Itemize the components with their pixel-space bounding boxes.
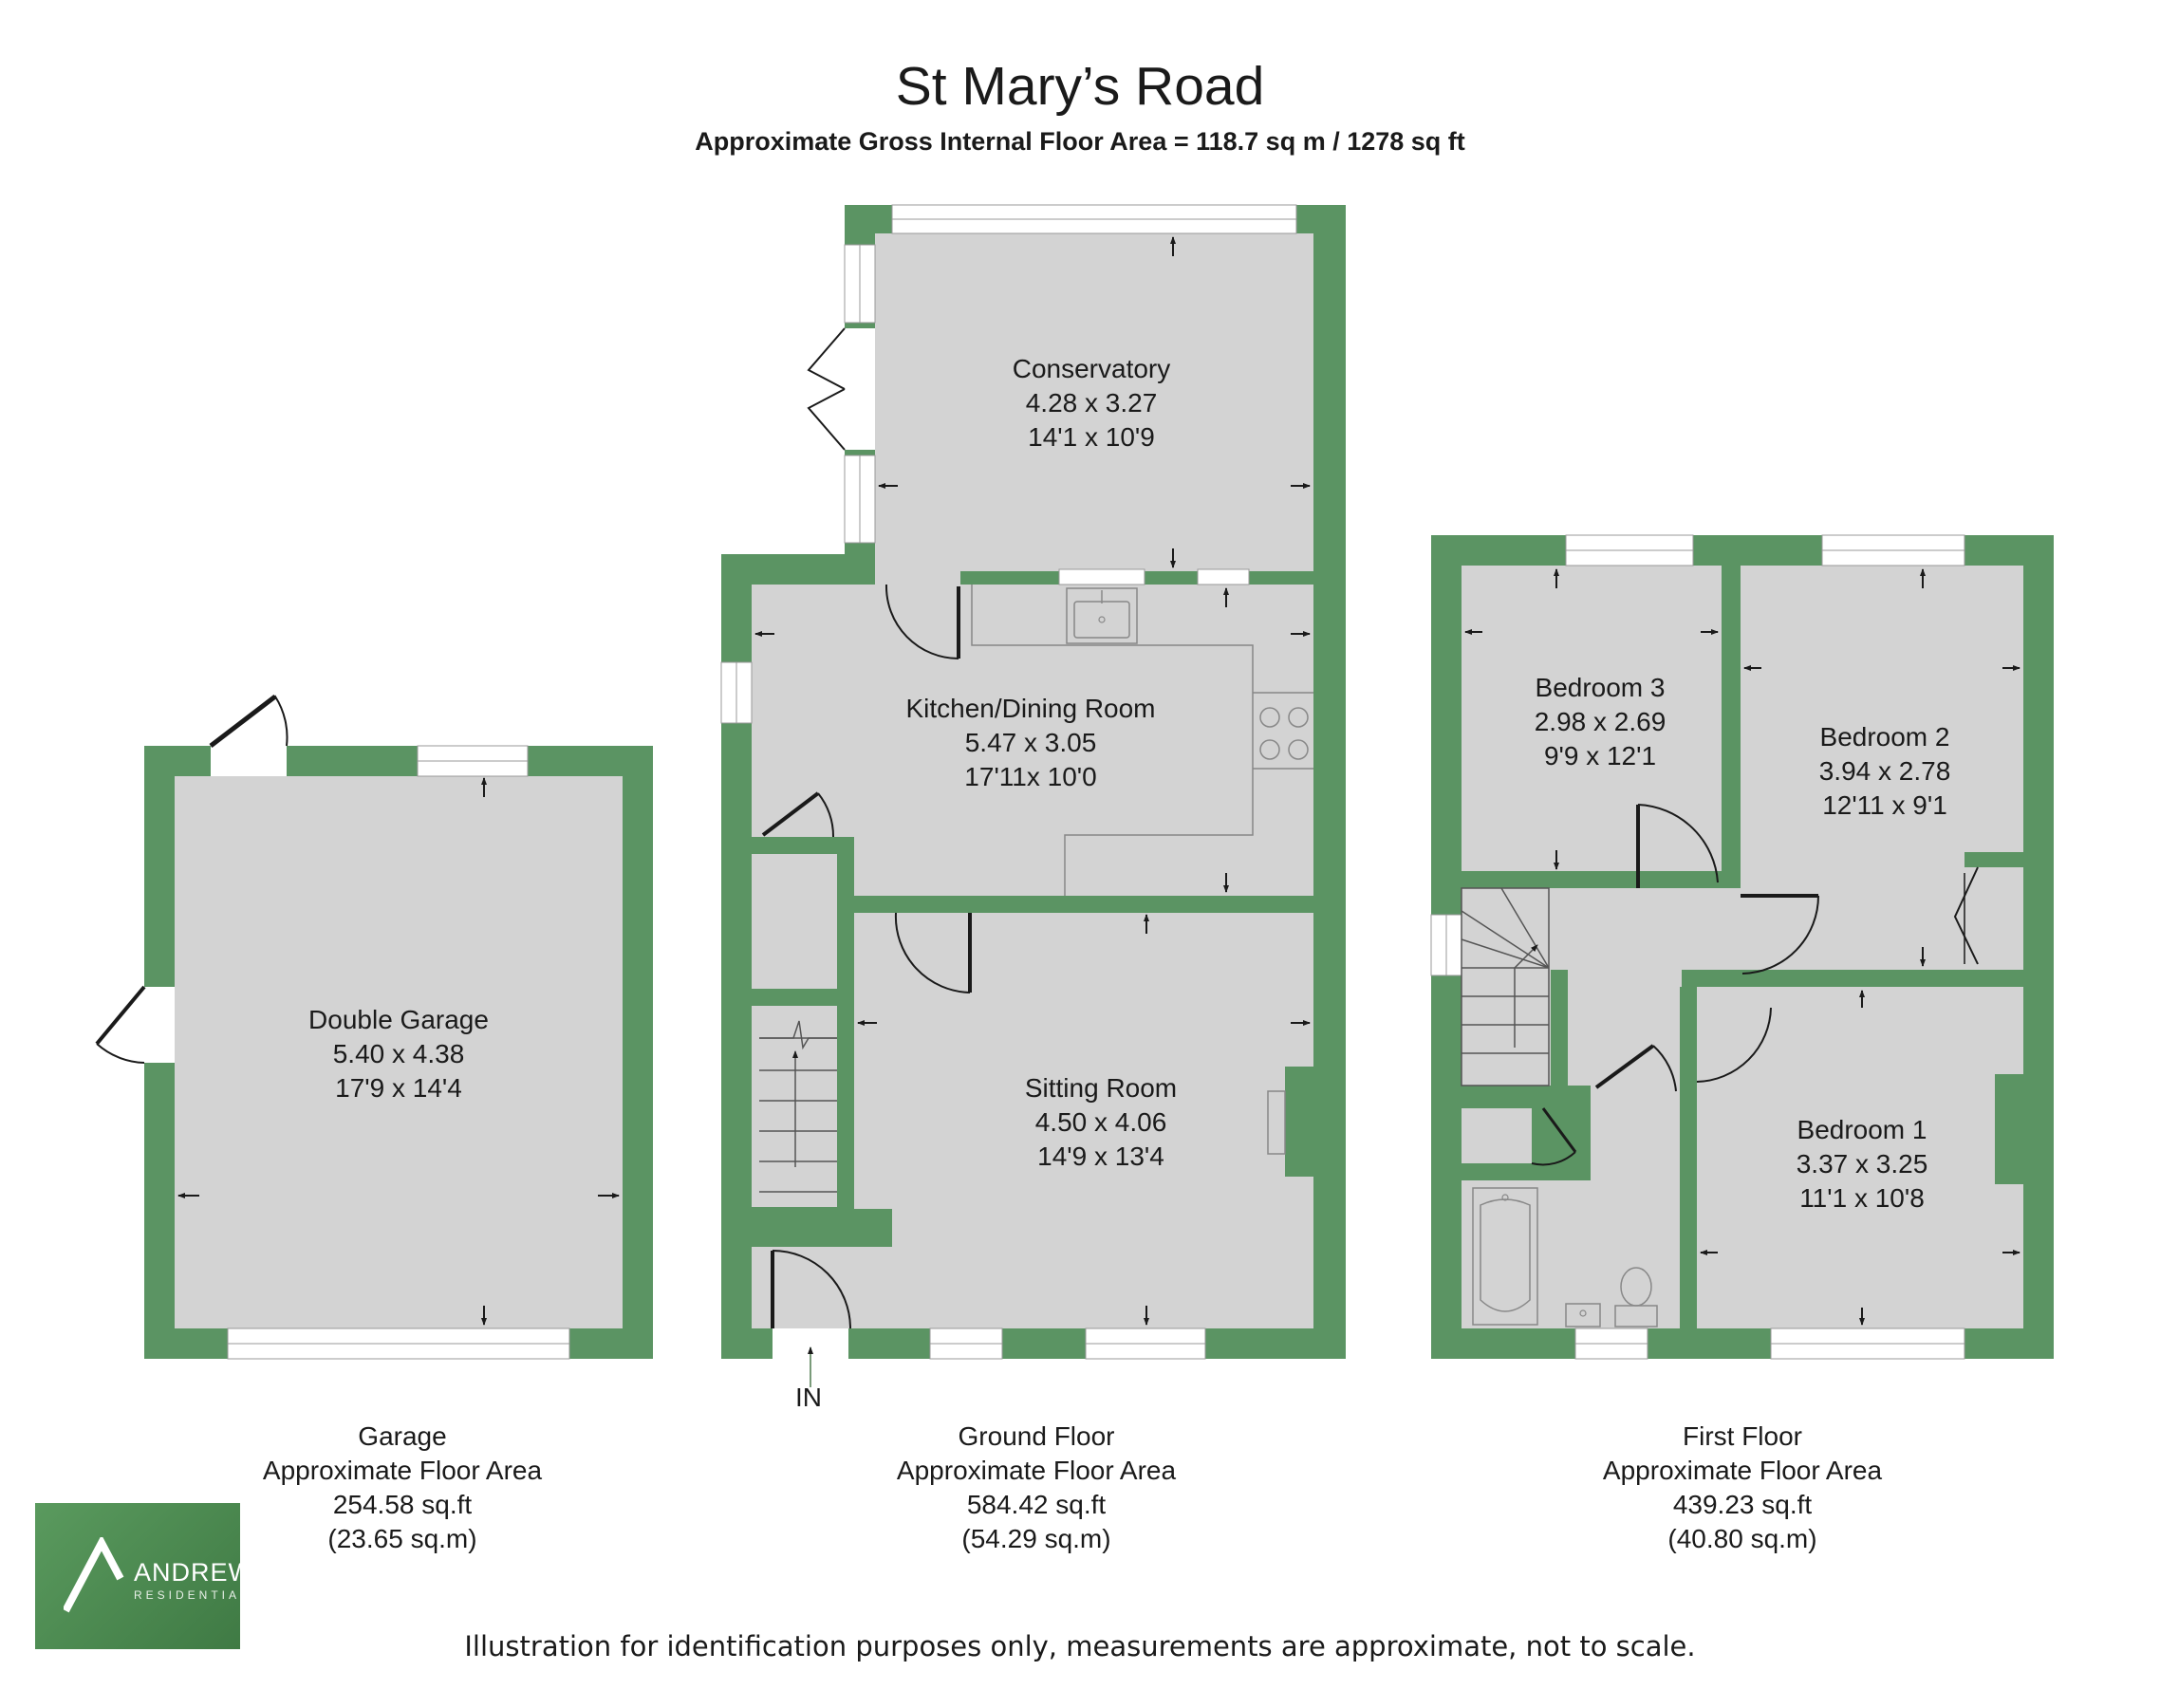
room-metric-kitchen: 5.47 x 3.05 <box>965 728 1097 757</box>
room-metric-bedroom3: 2.98 x 2.69 <box>1535 707 1667 736</box>
airing-cupboard-floor <box>1462 1108 1532 1163</box>
garage-plan: Double Garage 5.40 x 4.38 17'9 x 14'4 <box>95 695 653 1360</box>
room-imperial-kitchen: 17'11x 10'0 <box>964 762 1096 791</box>
room-metric-conservatory: 4.28 x 3.27 <box>1026 388 1158 418</box>
garage-caption: Garage Approximate Floor Area 254.58 sq.… <box>156 1420 649 1556</box>
kitchen-hob <box>1259 707 1309 760</box>
stairs-floor <box>752 1006 837 1207</box>
page-title: St Mary’s Road <box>895 56 1265 117</box>
first-caption-sqm: (40.80 sq.m) <box>1667 1524 1817 1553</box>
logo-a-mark-icon <box>64 1537 124 1613</box>
room-imperial-bedroom3: 9'9 x 12'1 <box>1544 741 1656 770</box>
bedroom3-floor <box>1462 566 1722 871</box>
wall-hall-partition <box>837 837 854 1209</box>
garage-top-door-opening <box>211 746 287 776</box>
ground-caption-name: Ground Floor <box>958 1421 1115 1451</box>
conservatory-french-door-opening <box>845 328 875 450</box>
wall-cupboard-base <box>752 989 837 1006</box>
wc-fixture <box>1614 1267 1658 1327</box>
kitchen-sink <box>1066 587 1138 644</box>
garage-caption-sqm: (23.65 sq.m) <box>327 1524 477 1553</box>
ground-caption-sqm: (54.29 sq.m) <box>961 1524 1111 1553</box>
conservatory-floor <box>875 233 1313 571</box>
first-floor-caption: First Floor Approximate Floor Area 439.2… <box>1496 1420 1989 1556</box>
garage-caption-name: Garage <box>358 1421 447 1451</box>
ground-caption-area-label: Approximate Floor Area <box>896 1456 1177 1485</box>
logo-subtitle: RESIDENTIAL <box>134 1588 240 1602</box>
cupboard-door <box>761 791 820 837</box>
room-name-sitting: Sitting Room <box>1025 1073 1177 1103</box>
ground-floor-stairs <box>759 1020 837 1193</box>
room-metric-bedroom1: 3.37 x 3.25 <box>1797 1149 1928 1179</box>
room-imperial-bedroom1: 11'1 x 10'8 <box>1799 1183 1925 1213</box>
conservatory-kitchen-opening <box>875 566 960 586</box>
room-name-bedroom3: Bedroom 3 <box>1536 673 1666 702</box>
room-name-bedroom1: Bedroom 1 <box>1797 1115 1927 1144</box>
wall-landing-bath <box>1462 1087 1591 1108</box>
wall-stair-edge <box>1551 970 1568 1087</box>
ground-caption-sqft: 584.42 sq.ft <box>966 1490 1107 1519</box>
bedroom1-floor <box>1697 987 2023 1328</box>
first-floor-stairs <box>1461 887 1550 1086</box>
basin-fixture <box>1565 1303 1601 1327</box>
room-name-kitchen: Kitchen/Dining Room <box>905 694 1155 723</box>
bath-fixture <box>1472 1187 1538 1326</box>
kitchen-floor <box>752 585 1313 896</box>
room-metric-garage: 5.40 x 4.38 <box>333 1039 465 1068</box>
bathroom-door <box>1594 1044 1655 1089</box>
conservatory-french-doors <box>807 327 846 451</box>
floor-area-summary: Approximate Gross Internal Floor Area = … <box>695 127 1465 156</box>
ground-floor-plan: IN Conservatory 4.28 x 3.27 14'1 x 10'9 … <box>720 204 1346 1412</box>
garage-floor <box>175 776 623 1328</box>
logo-wordmark: ANDREWS <box>134 1558 240 1587</box>
wall-bed3-landing <box>1462 871 1678 888</box>
room-metric-bedroom2: 3.94 x 2.78 <box>1819 756 1951 786</box>
conservatory-kitchen-door <box>884 584 959 659</box>
entrance-label: IN <box>795 1383 822 1412</box>
garage-caption-sqft: 254.58 sq.ft <box>332 1490 473 1519</box>
room-imperial-conservatory: 14'1 x 10'9 <box>1028 422 1155 452</box>
first-caption-name: First Floor <box>1683 1421 1802 1451</box>
bedroom2-wardrobe-doors <box>1953 866 1979 965</box>
room-metric-sitting: 4.50 x 4.06 <box>1035 1107 1167 1137</box>
wall-bed1-left <box>1680 1087 1697 1328</box>
bedroom1-chimney <box>1995 1074 2023 1184</box>
wall-bed3-bed2 <box>1722 566 1741 888</box>
airing-cupboard-door <box>1541 1107 1577 1153</box>
room-imperial-sitting: 14'9 x 13'4 <box>1037 1142 1164 1171</box>
ground-floor-caption: Ground Floor Approximate Floor Area 584.… <box>790 1420 1283 1556</box>
first-caption-area-label: Approximate Floor Area <box>1602 1456 1883 1485</box>
room-name-conservatory: Conservatory <box>1013 354 1171 383</box>
chimney-breast <box>1285 1067 1313 1177</box>
room-name-garage: Double Garage <box>308 1005 489 1034</box>
room-imperial-bedroom2: 12'11 x 9'1 <box>1822 790 1947 820</box>
room-imperial-garage: 17'9 x 14'4 <box>335 1073 462 1103</box>
fireplace-hearth <box>1267 1090 1286 1155</box>
first-floor-plan: Bedroom 3 2.98 x 2.69 9'9 x 12'1 Bedroom… <box>1430 534 2054 1360</box>
bedroom2-wardrobe-wall <box>1964 852 2023 867</box>
garage-caption-area-label: Approximate Floor Area <box>262 1456 543 1485</box>
first-caption-sqft: 439.23 sq.ft <box>1672 1490 1813 1519</box>
wall-kitchen-sitting <box>972 896 1313 913</box>
kitchen-worktop <box>971 585 1254 896</box>
garage-side-door-opening <box>144 987 175 1063</box>
disclaimer: Illustration for identification purposes… <box>464 1630 1696 1662</box>
bedroom2-floor <box>1741 566 2023 970</box>
agency-logo: ANDREWS RESIDENTIAL <box>35 1503 240 1649</box>
wall-bed2-bed1 <box>1682 970 2023 987</box>
room-name-bedroom2: Bedroom 2 <box>1820 722 1950 752</box>
garage-side-door <box>95 985 146 1046</box>
kitchen-cupboard-floor <box>752 854 837 989</box>
